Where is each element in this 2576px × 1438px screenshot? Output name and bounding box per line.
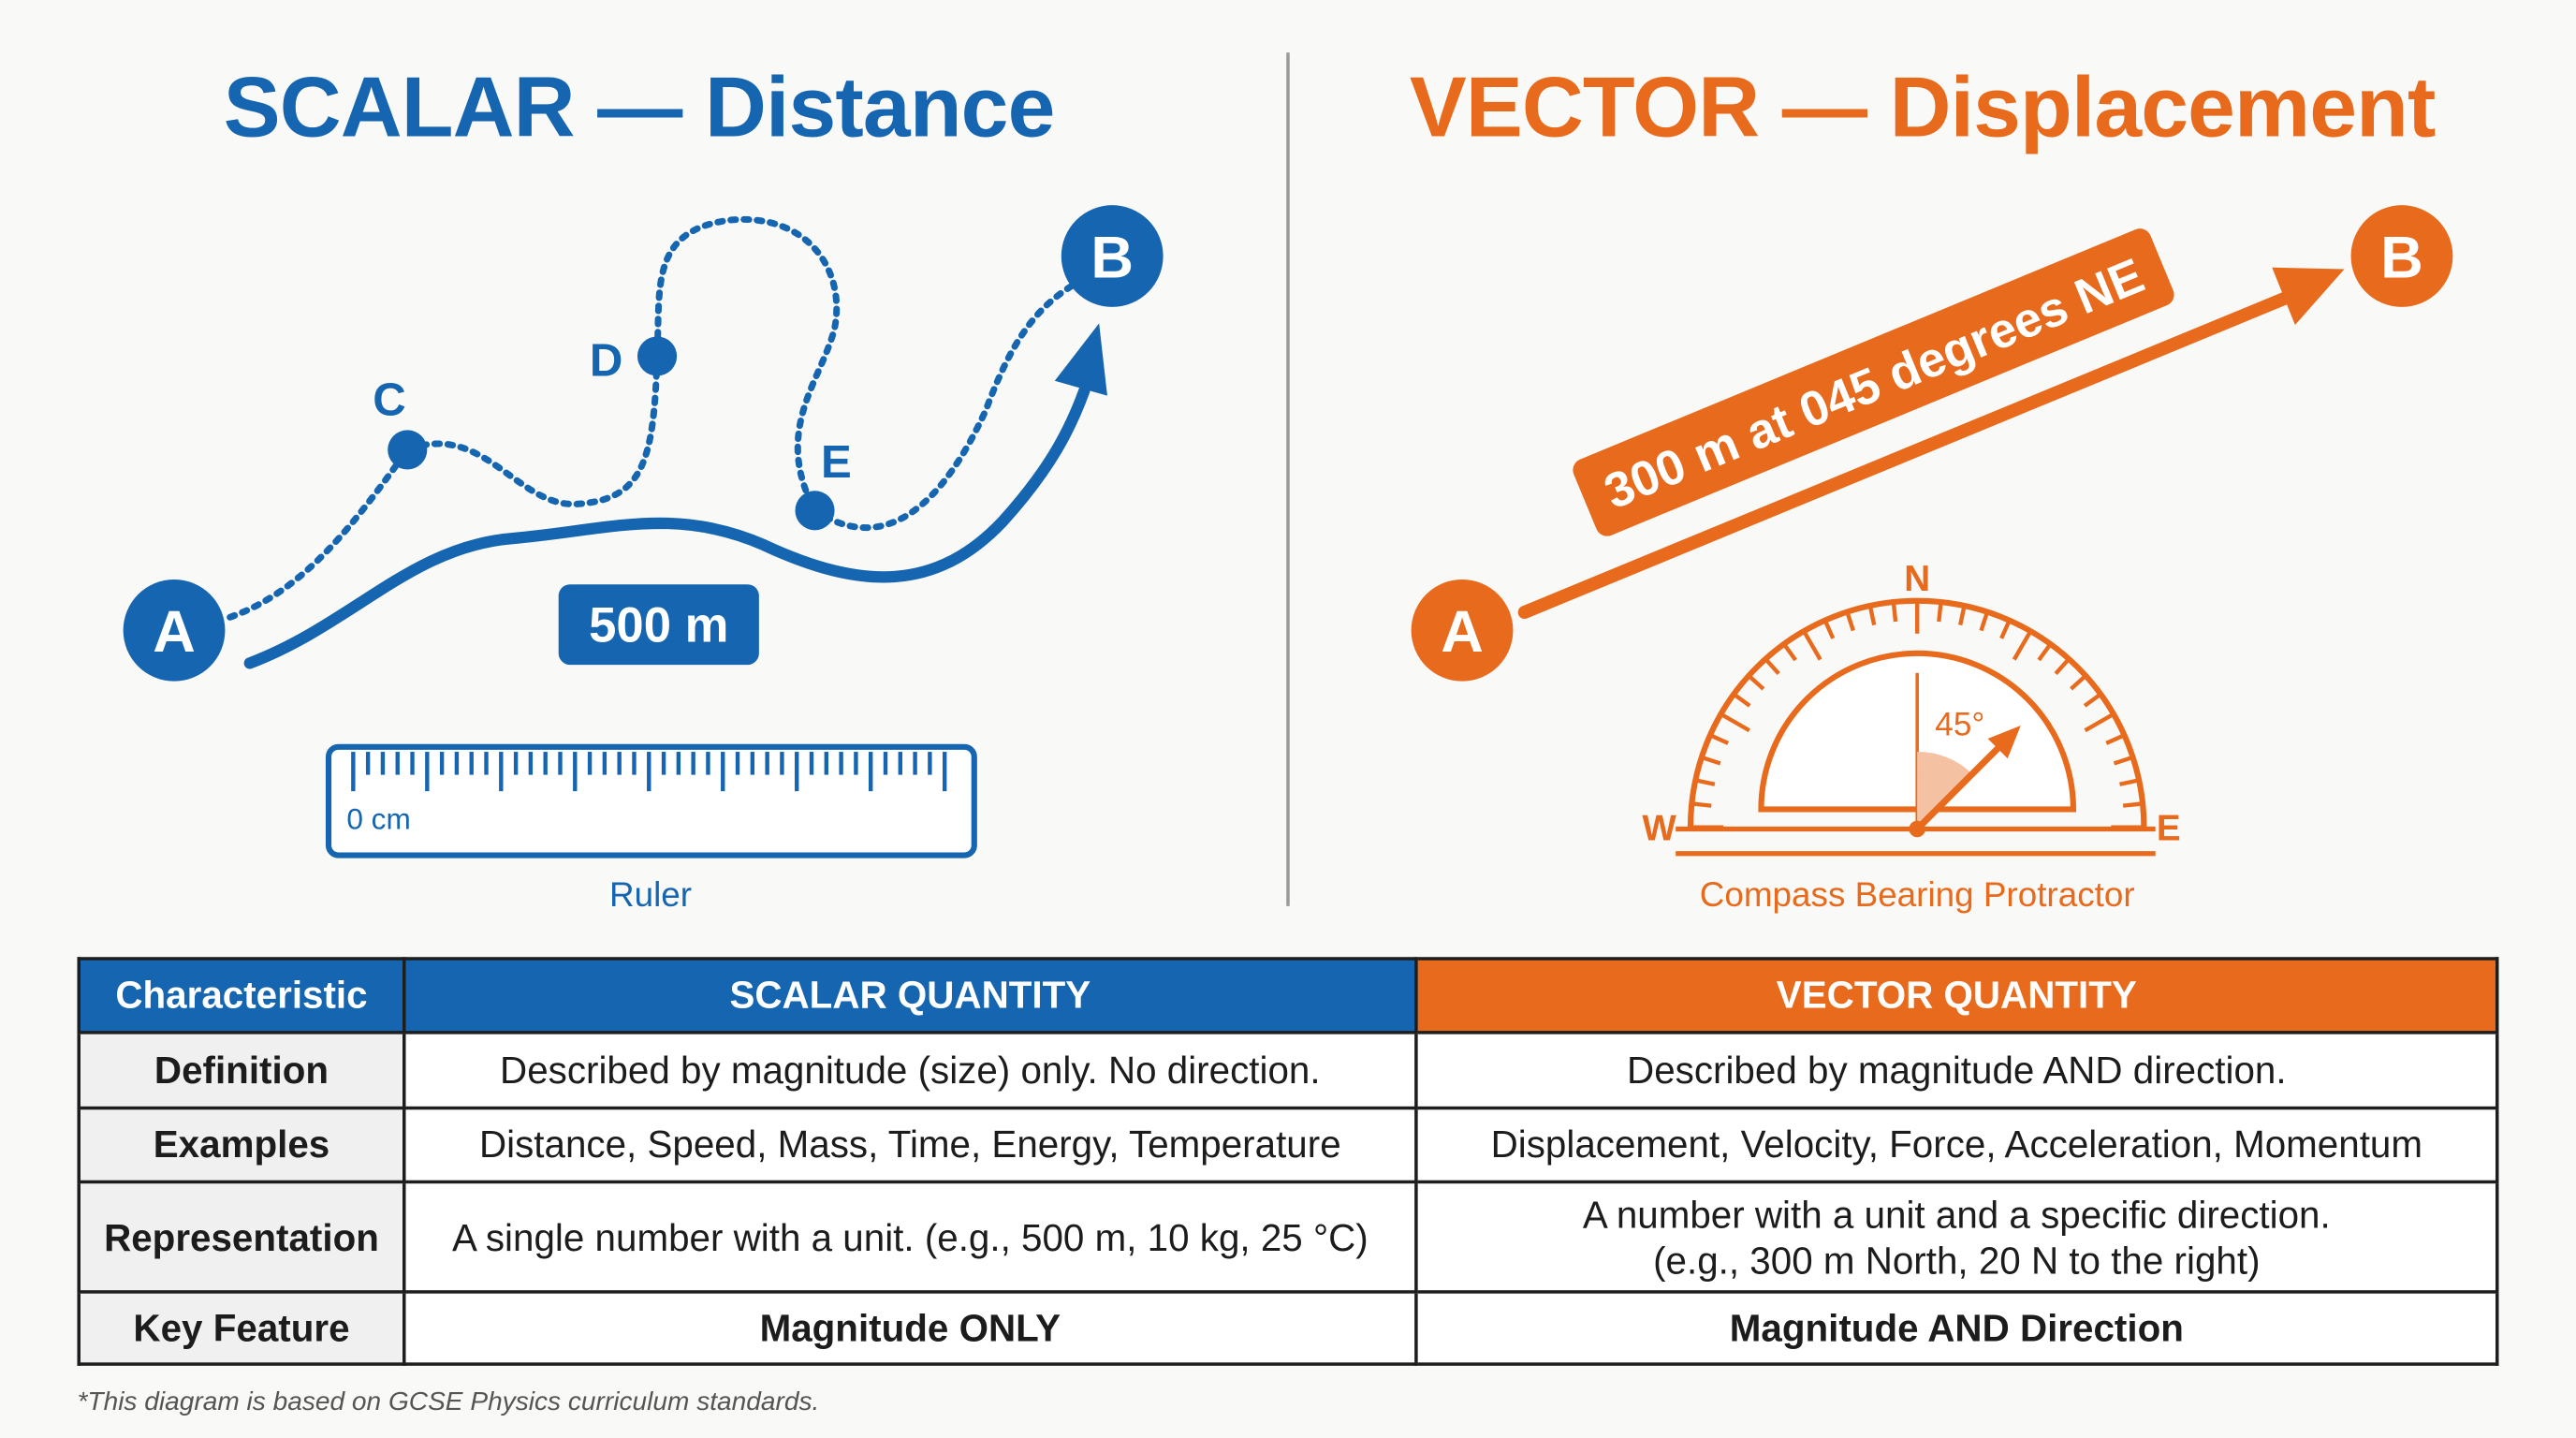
point-e-label: E xyxy=(821,437,852,488)
scalar-point-a-circle xyxy=(123,579,226,682)
scalar-dotted-path xyxy=(227,215,1088,621)
vector-point-b-label: B xyxy=(2380,225,2423,290)
vector-examples: Displacement, Velocity, Force, Accelerat… xyxy=(1414,1106,2499,1184)
displacement-arrow-shaft xyxy=(1517,288,2299,620)
vector-representation-line2: (e.g., 300 m North, 20 N to the right) xyxy=(1653,1238,2261,1282)
point-e-dot xyxy=(795,491,835,531)
comparison-table: Characteristic SCALAR QUANTITY VECTOR QU… xyxy=(77,957,2499,1366)
row-label-examples: Examples xyxy=(77,1106,406,1184)
displacement-arrowhead xyxy=(2272,267,2345,326)
vector-definition: Described by magnitude AND direction. xyxy=(1414,1031,2499,1110)
table-row: Examples Distance, Speed, Mass, Time, En… xyxy=(77,1106,2499,1184)
ruler-caption: Ruler xyxy=(609,875,692,914)
point-d-label: D xyxy=(590,336,622,387)
header-scalar: SCALAR QUANTITY xyxy=(402,957,1418,1034)
header-characteristic: Characteristic xyxy=(77,957,406,1034)
scalar-point-a-label: A xyxy=(153,599,196,665)
scalar-representation: A single number with a unit. (e.g., 500 … xyxy=(402,1180,1418,1294)
scalar-solid-path xyxy=(243,385,1090,669)
row-label-definition: Definition xyxy=(77,1031,406,1110)
header-vector: VECTOR QUANTITY xyxy=(1414,957,2499,1034)
vector-representation: A number with a unit and a specific dire… xyxy=(1414,1180,2499,1294)
compass-west-label: W xyxy=(1642,809,1676,849)
table-header-row: Characteristic SCALAR QUANTITY VECTOR QU… xyxy=(77,957,2499,1034)
vector-diagram: 300 m at 045 degrees NE A B 45° N xyxy=(1411,205,2453,914)
compass-north-label: N xyxy=(1904,559,1930,599)
scalar-examples: Distance, Speed, Mass, Time, Energy, Tem… xyxy=(402,1106,1418,1184)
scalar-title: SCALAR — Distance xyxy=(223,60,1056,156)
scalar-diagram: C D E A B 500 m 0 cm Ruler xyxy=(123,205,1164,914)
vector-title: VECTOR — Displacement xyxy=(1409,60,2437,156)
vector-point-a-circle xyxy=(1411,579,1514,682)
compass-protractor-icon xyxy=(1676,597,2156,857)
vector-key-feature: Magnitude AND Direction xyxy=(1414,1290,2499,1366)
ruler-ticks xyxy=(351,752,947,792)
row-label-representation: Representation xyxy=(77,1180,406,1294)
compass-angle-label: 45° xyxy=(1935,707,1984,743)
row-label-key-feature: Key Feature xyxy=(77,1290,406,1366)
ruler-zero-label: 0 cm xyxy=(346,801,410,835)
distance-badge xyxy=(558,584,759,666)
table-row: Key Feature Magnitude ONLY Magnitude AND… xyxy=(77,1290,2499,1366)
point-c-label: C xyxy=(373,375,405,426)
table-row: Representation A single number with a un… xyxy=(77,1180,2499,1294)
vector-representation-line1: A number with a unit and a specific dire… xyxy=(1582,1192,2331,1236)
scalar-key-feature: Magnitude ONLY xyxy=(402,1290,1418,1366)
point-d-dot xyxy=(637,336,678,376)
point-c-dot xyxy=(388,430,428,470)
distance-label: 500 m xyxy=(589,598,728,653)
table-row: Definition Described by magnitude (size)… xyxy=(77,1031,2499,1110)
compass-caption: Compass Bearing Protractor xyxy=(1700,875,2135,914)
vector-point-b-circle xyxy=(2350,205,2453,307)
scalar-definition: Described by magnitude (size) only. No d… xyxy=(402,1031,1418,1110)
scalar-point-b-circle xyxy=(1061,205,1164,307)
vector-point-a-label: A xyxy=(1441,599,1484,665)
scalar-arrowhead xyxy=(1054,323,1107,396)
footnote: *This diagram is based on GCSE Physics c… xyxy=(77,1388,820,1417)
compass-east-label: E xyxy=(2157,809,2181,849)
scalar-point-b-label: B xyxy=(1090,225,1134,290)
